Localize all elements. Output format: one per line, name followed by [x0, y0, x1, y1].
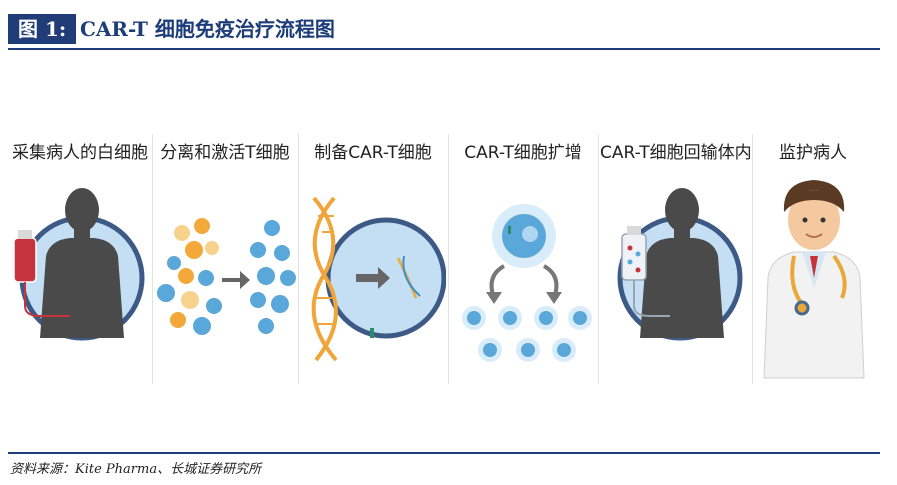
step-prepare-car-t: 制备CAR-T细胞	[300, 128, 446, 388]
patient-blood-draw-icon	[10, 128, 150, 388]
mixed-cells-icon	[157, 218, 222, 335]
footer-rule	[8, 452, 880, 454]
figure-number: 图 1:	[8, 14, 76, 44]
cell-expansion-icon	[450, 128, 596, 388]
source-note: 资料来源：Kite Pharma、长城证券研究所	[10, 458, 261, 477]
cell-separation-icon	[154, 128, 296, 388]
patient-infusion-icon	[600, 128, 750, 388]
step-divider	[448, 134, 449, 384]
arrow-right-icon	[222, 271, 250, 289]
step-monitor: 监护病人	[754, 128, 872, 388]
step-separate-activate: 分离和激活T细胞	[154, 128, 296, 388]
gene-transfer-icon	[300, 128, 446, 388]
figure-title: CAR-T 细胞免疫治疗流程图	[80, 14, 335, 44]
step-divider	[752, 134, 753, 384]
step-divider	[598, 134, 599, 384]
step-divider	[152, 134, 153, 384]
step-divider	[298, 134, 299, 384]
doctor-icon	[754, 128, 872, 388]
step-reinfuse: CAR-T细胞回输体内	[600, 128, 750, 388]
step-collect-leukocytes: 采集病人的白细胞	[10, 128, 150, 388]
expanded-cells-icon	[462, 306, 592, 362]
step-expand-car-t: CAR-T细胞扩增	[450, 128, 596, 388]
process-steps: 采集病人的白细胞 分离和激活T细胞	[10, 128, 872, 388]
activated-t-cells-icon	[250, 220, 296, 334]
figure-title-bar: 图 1: CAR-T 细胞免疫治疗流程图	[8, 14, 880, 50]
